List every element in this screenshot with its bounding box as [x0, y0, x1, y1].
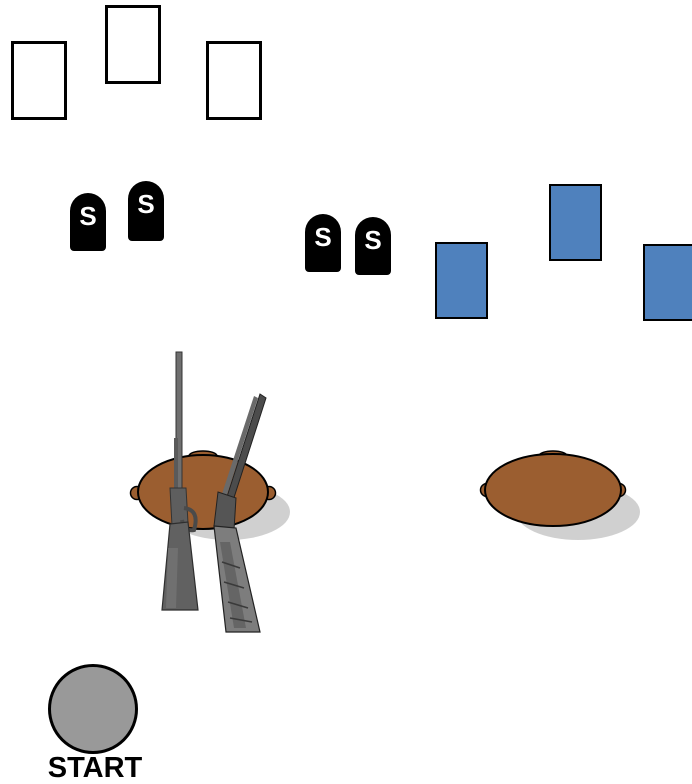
paper-target-white-1	[11, 41, 67, 120]
steel-target-label: S	[355, 227, 391, 253]
steel-target-3: S	[305, 214, 341, 272]
steel-target-label: S	[305, 224, 341, 250]
paper-target-blue-2	[549, 184, 602, 261]
steel-target-2: S	[128, 181, 164, 241]
shotgun-icon	[200, 392, 272, 636]
steel-target-4: S	[355, 217, 391, 275]
paper-target-white-2	[105, 5, 161, 84]
steel-target-1: S	[70, 193, 106, 251]
barrel-icon	[478, 448, 648, 553]
paper-target-blue-3	[643, 244, 692, 321]
rifle-icon	[148, 348, 208, 613]
start-position-marker	[48, 664, 138, 754]
start-label: START	[30, 752, 160, 784]
steel-target-label: S	[70, 203, 106, 229]
paper-target-white-3	[206, 41, 262, 120]
paper-target-blue-1	[435, 242, 488, 319]
steel-target-label: S	[128, 191, 164, 217]
